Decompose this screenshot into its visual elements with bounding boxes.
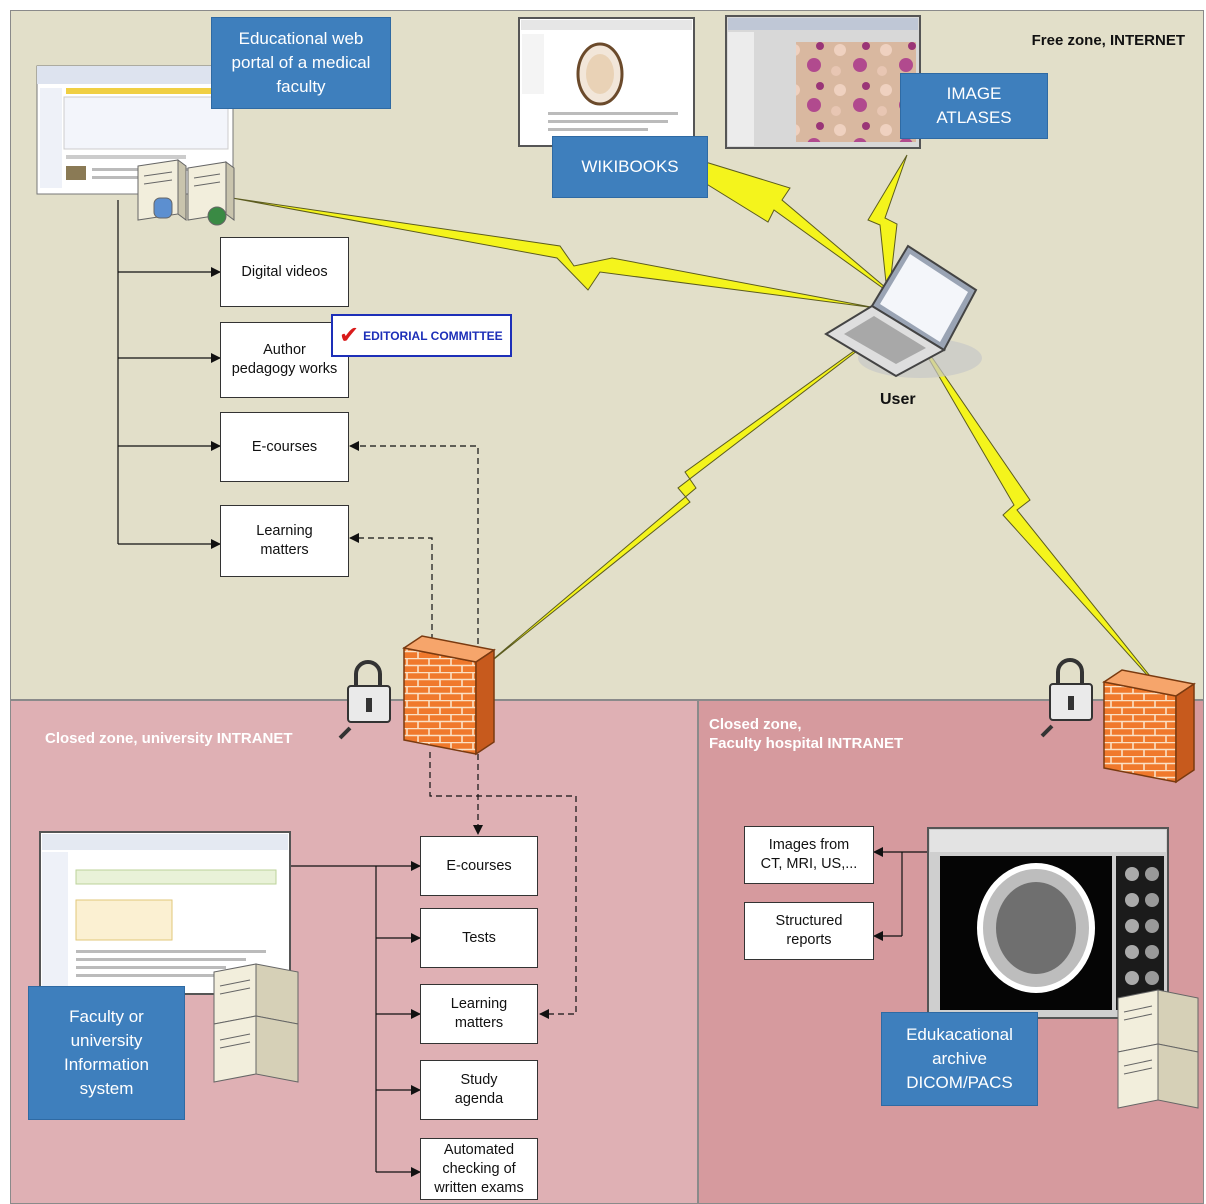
- e-courses-box-internet: E-courses: [220, 412, 349, 482]
- pacs-line-1: Edukacational: [906, 1025, 1013, 1044]
- free-zone-title: Free zone, INTERNET: [1031, 32, 1185, 49]
- padlock-icon: [1040, 658, 1093, 738]
- wikibooks-screenshot: [518, 17, 695, 147]
- digital-videos-box: Digital videos: [220, 237, 349, 307]
- image-atlases-label: IMAGE ATLASES: [900, 73, 1048, 139]
- info-system-line-4: system: [79, 1079, 134, 1098]
- firewall-icon: [1102, 669, 1196, 784]
- portal-label-line-3: faculty: [276, 77, 326, 96]
- box-line: Learning: [256, 523, 313, 539]
- box-line: Study: [460, 1072, 498, 1088]
- hospital-title-line-1: Closed zone,: [709, 716, 802, 733]
- structured-reports-box: Structured reports: [744, 902, 874, 960]
- automated-checking-box: Automated checking of written exams: [420, 1138, 538, 1200]
- server-icon: [1117, 989, 1199, 1109]
- pacs-line-3: DICOM/PACS: [906, 1073, 1013, 1092]
- info-system-line-1: Faculty or: [69, 1007, 144, 1026]
- wikibooks-label: WIKIBOOKS: [552, 136, 708, 198]
- box-line: agenda: [454, 1091, 504, 1107]
- box-line: matters: [454, 1015, 504, 1031]
- author-pedagogy-works-box: Author pedagogy works: [220, 322, 349, 398]
- box-line: pedagogy works: [231, 361, 338, 377]
- university-zone-title: Closed zone, university INTRANET: [45, 730, 293, 747]
- info-system-screenshot: [39, 831, 291, 995]
- pacs-label: Edukacational archive DICOM/PACS: [881, 1012, 1038, 1106]
- learning-matters-box-internet: Learning matters: [220, 505, 349, 577]
- info-system-line-2: university: [70, 1031, 143, 1050]
- hospital-title-line-2: Faculty hospital INTRANET: [709, 735, 904, 752]
- ct-viewer-screenshot: [927, 827, 1169, 1019]
- firewall-icon: [402, 635, 496, 756]
- info-system-line-3: Information: [63, 1055, 150, 1074]
- box-line: E-courses: [251, 438, 318, 455]
- editorial-committee-text: EDITORIAL COMMITTEE: [363, 328, 503, 343]
- study-agenda-box: Study agenda: [420, 1060, 538, 1120]
- portal-label-line-2: portal of a medical: [231, 53, 371, 72]
- image-atlas-screenshot: [725, 15, 921, 149]
- box-line: Images from: [768, 837, 850, 853]
- box-line: checking of: [442, 1160, 516, 1177]
- box-line: Structured: [775, 913, 843, 929]
- images-from-ct-box: Images from CT, MRI, US,...: [744, 826, 874, 884]
- wikibooks-label-text: WIKIBOOKS: [581, 157, 679, 176]
- server-icon: [137, 159, 235, 226]
- box-line: Digital videos: [241, 263, 328, 280]
- box-line: matters: [260, 542, 309, 558]
- pacs-line-2: archive: [932, 1049, 987, 1068]
- user-label: User: [880, 391, 916, 408]
- box-line: written exams: [434, 1179, 524, 1196]
- e-courses-box-intranet: E-courses: [420, 836, 538, 896]
- editorial-committee-badge: ✔ EDITORIAL COMMITTEE: [331, 314, 512, 357]
- image-atlases-line-2: ATLASES: [936, 108, 1012, 127]
- box-line: Tests: [462, 929, 496, 946]
- portal-label-line-1: Educational web: [238, 29, 364, 48]
- laptop-icon: [824, 244, 982, 378]
- learning-matters-box-intranet: Learning matters: [420, 984, 538, 1044]
- info-system-label: Faculty or university Information system: [28, 986, 185, 1120]
- box-line: Learning: [450, 996, 508, 1012]
- portal-label: Educational web portal of a medical facu…: [211, 17, 391, 109]
- image-atlases-line-1: IMAGE: [946, 84, 1002, 103]
- tests-box: Tests: [420, 908, 538, 968]
- hospital-zone-title: Closed zone, Faculty hospital INTRANET: [709, 715, 903, 753]
- box-line: CT, MRI, US,...: [760, 856, 858, 872]
- server-icon: [213, 963, 299, 1083]
- box-line: Automated: [443, 1141, 515, 1158]
- box-line: E-courses: [446, 857, 512, 874]
- checkmark-icon: ✔: [339, 321, 360, 349]
- lightning-bolt-icon: [231, 140, 1167, 697]
- padlock-icon: [338, 660, 391, 740]
- box-line: reports: [786, 932, 832, 948]
- box-line: Author: [263, 342, 306, 358]
